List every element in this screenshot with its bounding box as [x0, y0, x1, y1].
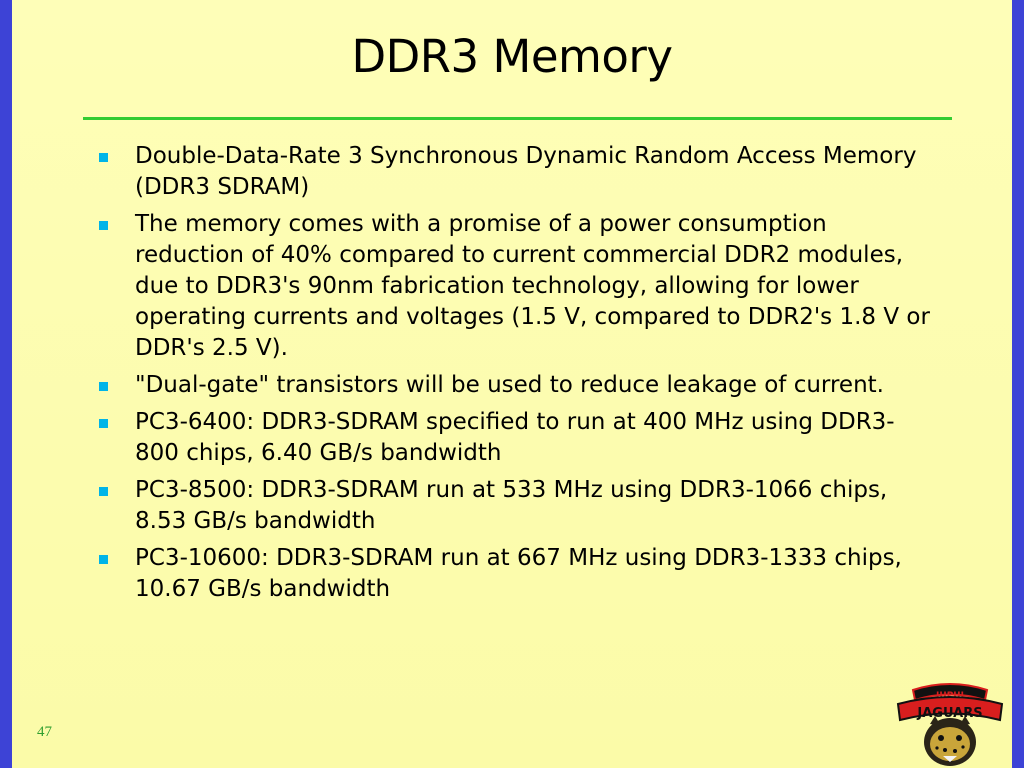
square-bullet-icon — [99, 555, 108, 564]
bullet-text: PC3-10600: DDR3-SDRAM run at 667 MHz usi… — [135, 545, 902, 602]
bullet-item: PC3-10600: DDR3-SDRAM run at 667 MHz usi… — [96, 543, 936, 605]
right-border-bar — [1012, 0, 1024, 768]
left-border-bar — [0, 0, 12, 768]
title-divider — [83, 117, 952, 120]
bullet-item: PC3-8500: DDR3-SDRAM run at 533 MHz usin… — [96, 475, 936, 537]
square-bullet-icon — [99, 221, 108, 230]
jaguar-mascot-icon: IUPUI JAGUARS — [896, 683, 1004, 766]
slide-title: DDR3 Memory — [351, 30, 673, 83]
svg-text:JAGUARS: JAGUARS — [916, 706, 982, 721]
bullet-text: The memory comes with a promise of a pow… — [135, 211, 930, 361]
square-bullet-icon — [99, 487, 108, 496]
bullet-text: PC3-6400: DDR3-SDRAM specified to run at… — [135, 409, 895, 466]
bullet-item: Double-Data-Rate 3 Synchronous Dynamic R… — [96, 141, 936, 203]
bullet-item: The memory comes with a promise of a pow… — [96, 209, 936, 364]
square-bullet-icon — [99, 153, 108, 162]
slide-number: 47 — [37, 724, 52, 740]
jaguars-logo: IUPUI JAGUARS — [895, 680, 1005, 768]
square-bullet-icon — [99, 419, 108, 428]
bullet-item: "Dual-gate" transistors will be used to … — [96, 370, 936, 401]
bullet-list: Double-Data-Rate 3 Synchronous Dynamic R… — [96, 141, 936, 611]
bullet-text: Double-Data-Rate 3 Synchronous Dynamic R… — [135, 143, 917, 200]
bullet-item: PC3-6400: DDR3-SDRAM specified to run at… — [96, 407, 936, 469]
bullet-text: "Dual-gate" transistors will be used to … — [135, 372, 884, 398]
bullet-text: PC3-8500: DDR3-SDRAM run at 533 MHz usin… — [135, 477, 888, 534]
square-bullet-icon — [99, 382, 108, 391]
